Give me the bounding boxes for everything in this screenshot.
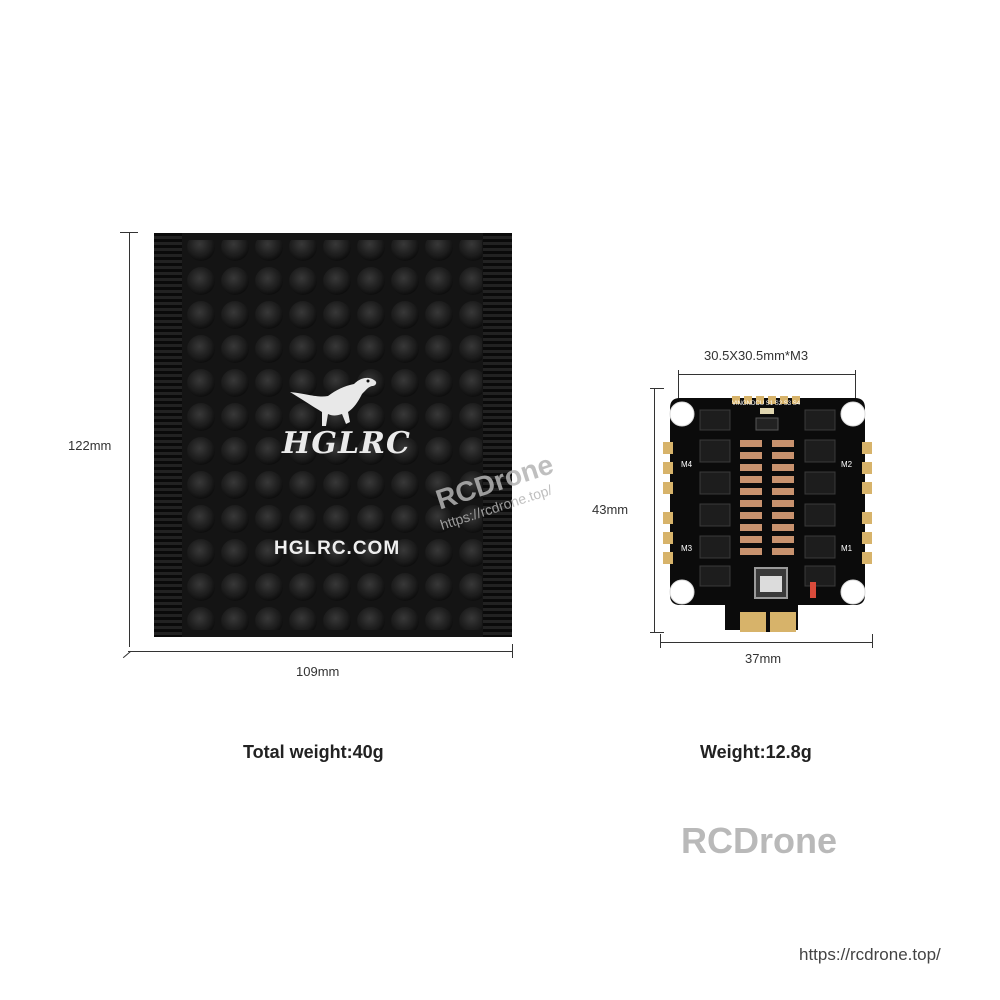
bag-weight-caption: Total weight:40g: [243, 742, 384, 762]
motor-label-m1: M1: [841, 544, 853, 553]
bag-website-text: HGLRC.COM: [274, 538, 401, 559]
esc-board-image: [663, 396, 872, 632]
esc-height-label: 43mm: [592, 502, 629, 517]
esc-weight-caption: Weight:12.8g: [700, 742, 812, 762]
rcdrone-watermark: RCDrone: [681, 820, 838, 861]
dinosaur-logo-icon: [290, 377, 377, 426]
esc-height-dimension: [644, 388, 664, 638]
esc-width-dimension: [660, 632, 875, 648]
esc-width-label: 37mm: [745, 651, 782, 666]
corner-url-watermark: https://rcdrone.top/: [799, 945, 941, 964]
bag-brand-logo: HGLRC: [282, 426, 411, 461]
motor-label-m4: M4: [681, 460, 693, 469]
motor-label-m2: M2: [841, 460, 853, 469]
bag-height-label: 122mm: [68, 438, 112, 453]
esc-mount-dimension: [678, 370, 858, 410]
esc-pad-labels: VINGNDCU S1 S2 S3 S4: [732, 401, 801, 407]
esc-mount-label: 30.5X30.5mm*M3: [704, 348, 809, 363]
bag-width-dimension: [122, 642, 517, 662]
bag-image: [154, 233, 512, 637]
bag-height-dimension: [120, 232, 140, 652]
bag-width-label: 109mm: [296, 664, 340, 679]
motor-label-m3: M3: [681, 544, 693, 553]
